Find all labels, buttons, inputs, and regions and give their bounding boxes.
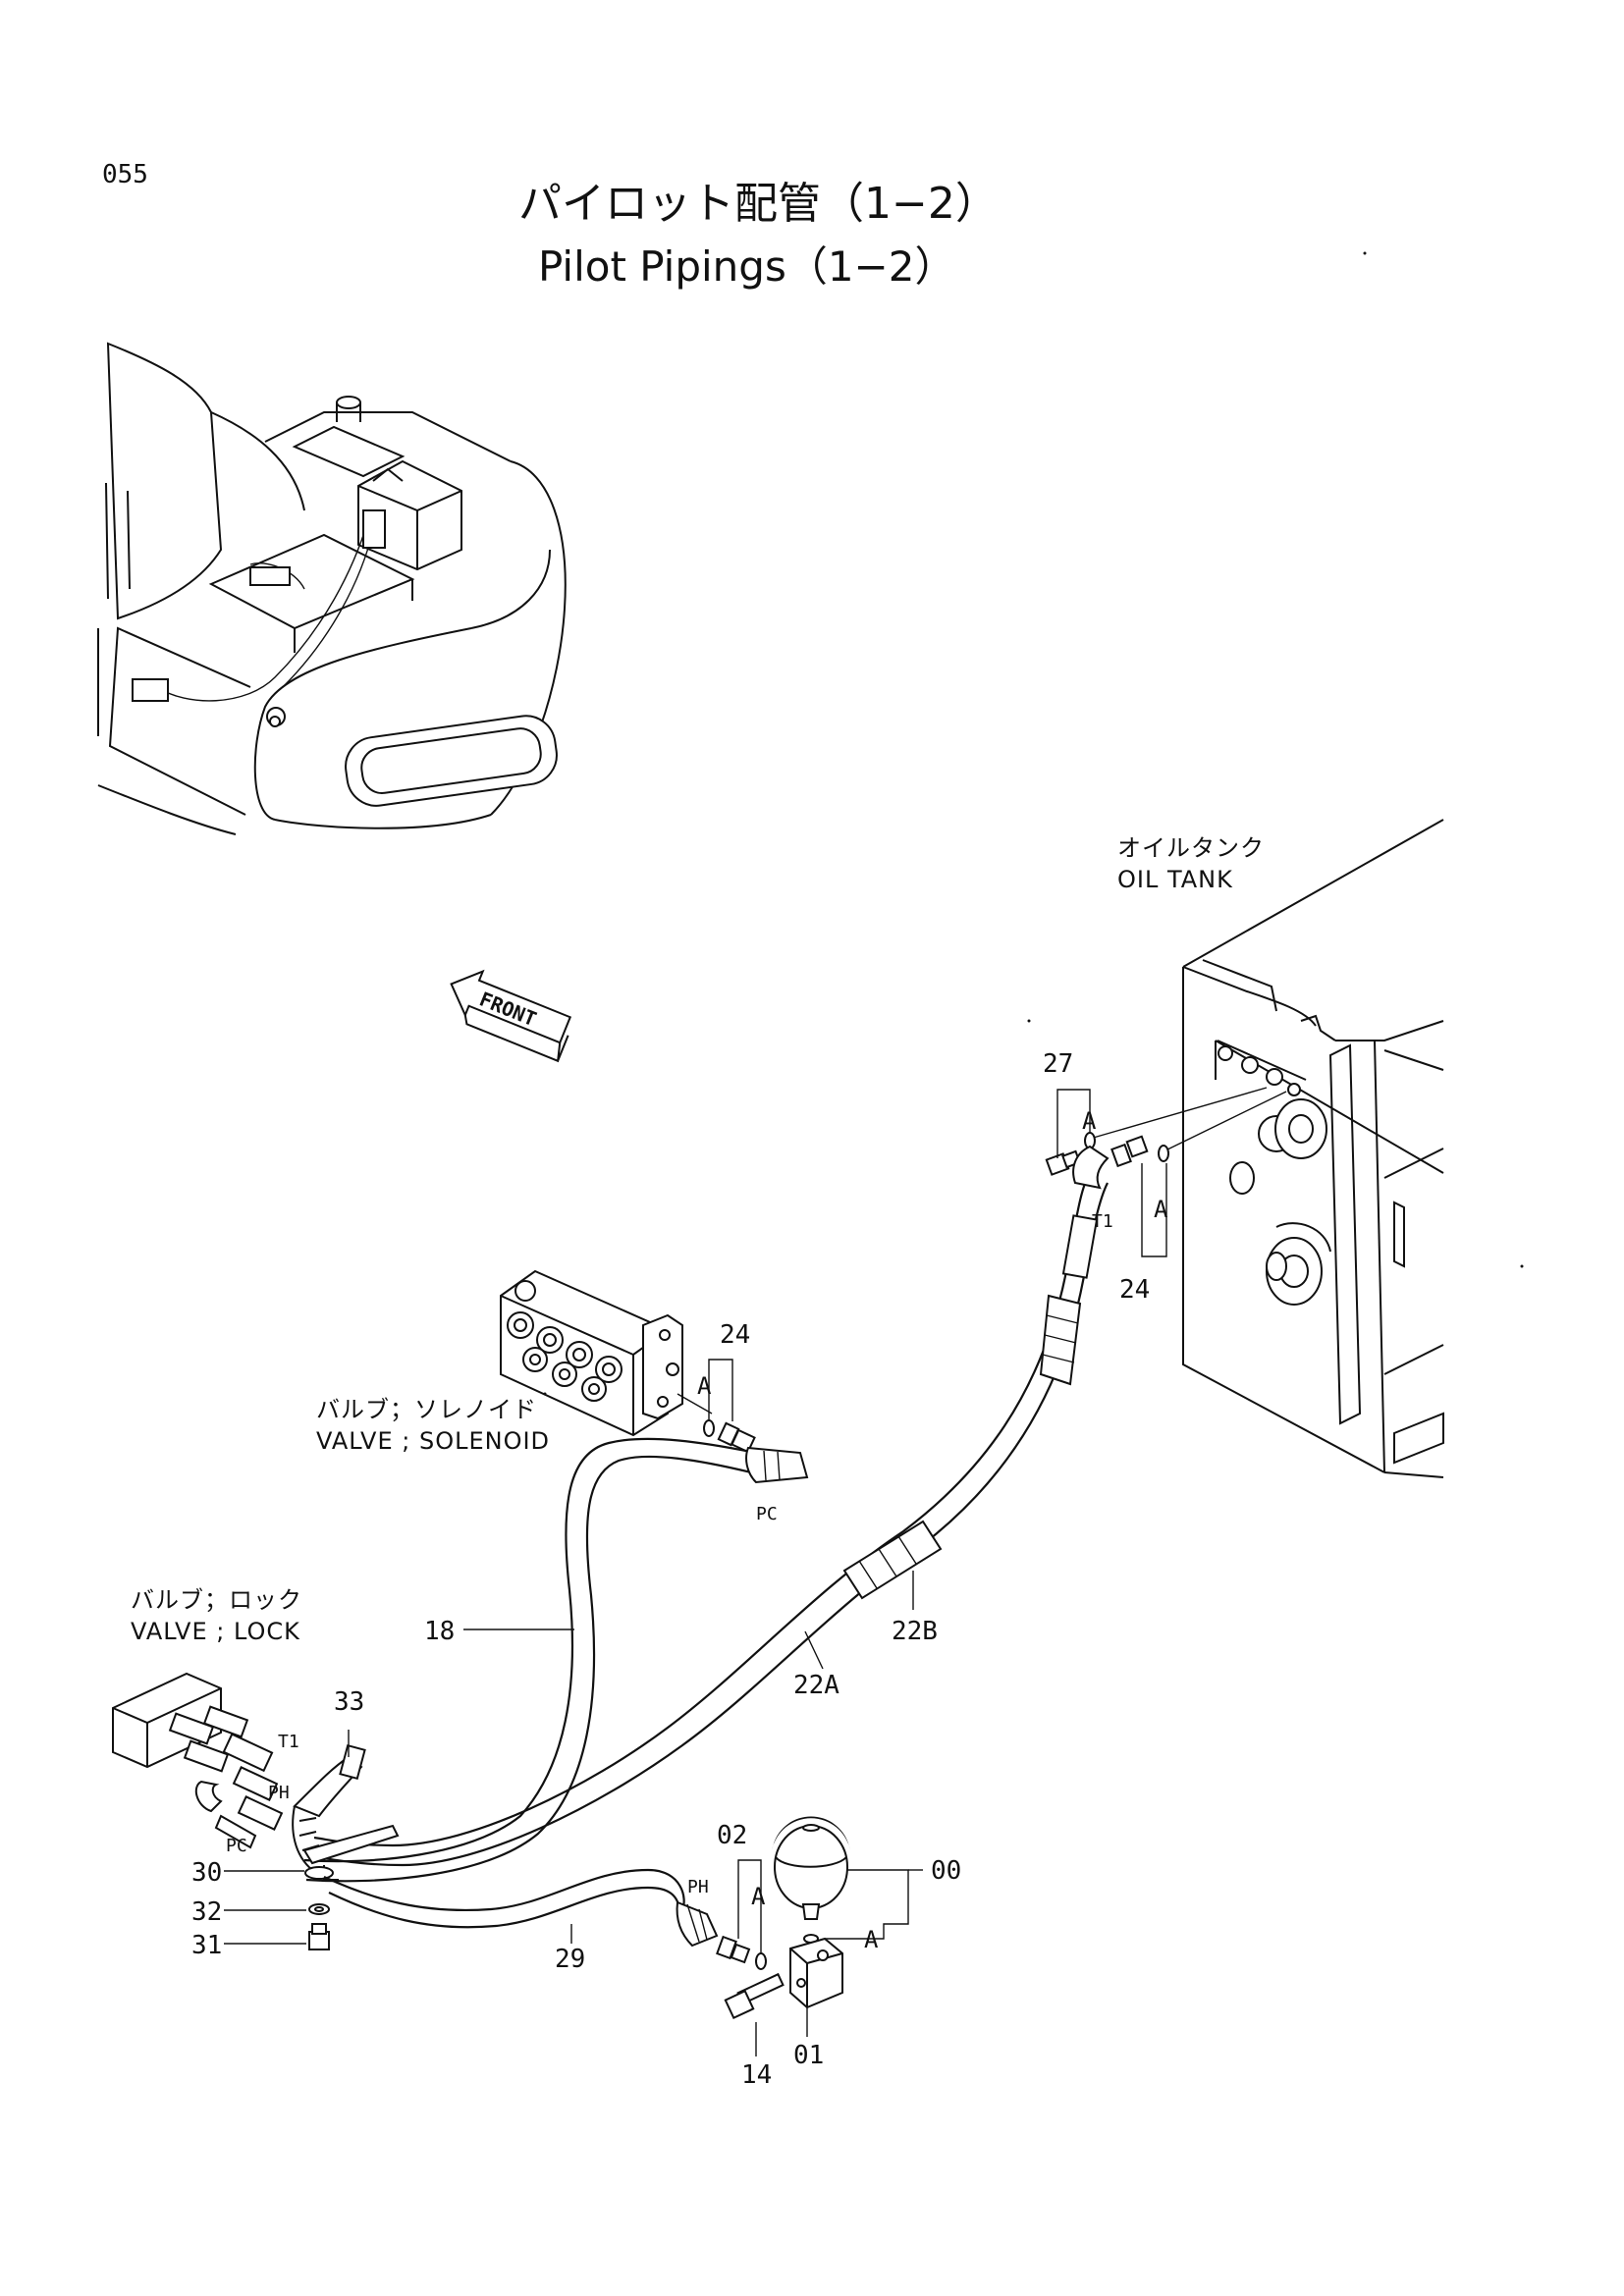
hose-22 (313, 1145, 1110, 1867)
solenoid-valve (500, 1269, 683, 1437)
block-01 (789, 1937, 843, 2009)
accumulator-00 (772, 1816, 850, 1920)
ref-a-00: A (864, 1926, 879, 1953)
hose-29 (323, 1868, 719, 1948)
part-18-label: 18 (424, 1617, 455, 1646)
lock-valve-english: VALVE ; LOCK (131, 1618, 300, 1645)
ref-a-solenoid: A (697, 1372, 712, 1400)
fitting-02 (716, 1935, 751, 1964)
solenoid-fitting-24 (717, 1421, 756, 1454)
oil-tank-english: OIL TANK (1117, 866, 1233, 893)
port-pc-lock: PC (226, 1836, 247, 1856)
machine-overview-inset (97, 342, 567, 835)
part-24-solenoid-label: 24 (720, 1320, 750, 1350)
part-22A-label: 22A (793, 1671, 839, 1700)
solenoid-valve-english: VALVE ; SOLENOID (316, 1427, 550, 1455)
part-22B-label: 22B (892, 1617, 938, 1646)
ref-a-tank-left: A (1082, 1107, 1097, 1135)
ref-a-tank-right: A (1154, 1196, 1168, 1223)
port-ph-lock: PH (268, 1783, 290, 1803)
part-29-label: 29 (555, 1945, 585, 1974)
part-24-tank-label: 24 (1119, 1275, 1150, 1305)
part-30-label: 30 (191, 1858, 222, 1888)
part-14-label: 14 (741, 2060, 772, 2090)
oil-tank-japanese: オイルタンク (1117, 834, 1265, 862)
front-direction-arrow: FRONT (450, 969, 572, 1063)
part-27-label: 27 (1043, 1049, 1073, 1079)
ref-a-02: A (751, 1883, 766, 1910)
part-32-label: 32 (191, 1897, 222, 1927)
bolt-31 (308, 1923, 330, 1950)
tank-fitting-24 (1110, 1135, 1149, 1168)
part-01-label: 01 (793, 2041, 824, 2070)
oil-tank (1182, 819, 1444, 1478)
port-ph-accum: PH (687, 1877, 709, 1897)
title-japanese: パイロット配管（1−2） (518, 179, 999, 229)
port-pc-solenoid: PC (756, 1504, 778, 1524)
port-t1-lock: T1 (278, 1732, 299, 1752)
bolt-14 (724, 1972, 785, 2020)
solenoid-valve-japanese: バルブ；ソレノイド (316, 1396, 537, 1423)
title-english: Pilot Pipings（1−2） (538, 242, 955, 291)
tank-fitting-27 (1045, 1149, 1081, 1176)
part-00-label: 00 (931, 1856, 961, 1886)
lock-valve-japanese: バルブ；ロック (131, 1586, 302, 1614)
hose-18 (303, 1437, 809, 1883)
part-31-label: 31 (191, 1931, 222, 1960)
part-33-label: 33 (334, 1687, 364, 1717)
washer-32 (308, 1903, 330, 1915)
part-02-label: 02 (717, 1821, 747, 1850)
lock-valve (112, 1672, 400, 1881)
page-number: 055 (102, 160, 148, 189)
